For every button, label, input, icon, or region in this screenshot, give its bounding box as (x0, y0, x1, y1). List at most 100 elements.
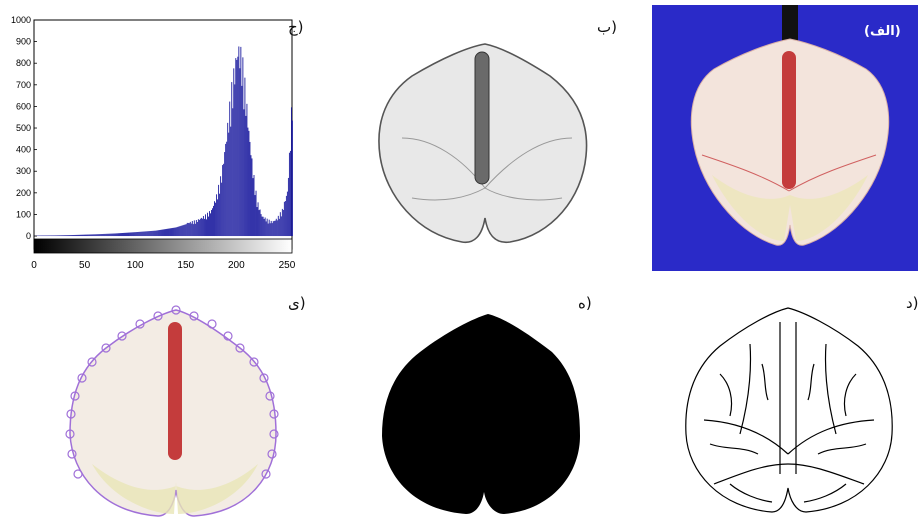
histogram-bar (86, 234, 88, 237)
histogram-bar (260, 214, 262, 237)
histogram-bar (148, 231, 150, 237)
histogram-bar (236, 59, 238, 237)
histogram-bar (191, 221, 193, 237)
histogram-bar (167, 228, 169, 237)
histogram-bar (126, 232, 127, 237)
histogram-bar (241, 85, 243, 237)
histogram-bar (243, 109, 245, 237)
histogram-bar (195, 220, 197, 237)
histogram-bar (52, 235, 54, 237)
histogram-bar (89, 234, 91, 237)
histogram-bar (79, 234, 81, 237)
histogram-bar (151, 230, 153, 237)
edge-map-image (685, 307, 893, 513)
histogram-bar (157, 230, 159, 237)
histogram-bar (104, 233, 106, 237)
histogram-bar (78, 234, 80, 237)
histogram-bar (96, 234, 98, 237)
histogram-bar (57, 235, 59, 237)
histogram-bar (55, 235, 57, 237)
histogram-bar (168, 228, 170, 237)
histogram-bar (54, 235, 56, 237)
histogram-bar (136, 232, 138, 237)
histogram-bar (285, 195, 287, 237)
histogram-bar (237, 56, 239, 237)
histogram-bar (44, 235, 46, 237)
histogram-bar (42, 235, 43, 237)
histogram-bar (100, 234, 102, 237)
x-tick-label: 100 (127, 260, 144, 271)
histogram-bar (112, 233, 114, 237)
histogram-bar (199, 218, 201, 237)
histogram-bar (127, 232, 128, 237)
histogram-bar (49, 235, 51, 237)
histogram-bar (171, 228, 173, 237)
histogram-bar (135, 232, 137, 237)
histogram-bar (45, 235, 47, 237)
histogram-bar (131, 232, 133, 237)
y-tick-label: 700 (16, 80, 31, 90)
histogram-bar (124, 232, 125, 237)
histogram-bar (138, 231, 140, 237)
histogram-bar (253, 175, 255, 237)
histogram-bar (145, 231, 147, 237)
histogram-bar (184, 224, 186, 237)
histogram-bar (271, 223, 273, 237)
histogram-bar (133, 232, 135, 237)
histogram-bar (242, 57, 244, 237)
y-tick-label: 800 (16, 58, 31, 68)
histogram-bar (63, 235, 65, 237)
histogram-bar (193, 220, 195, 237)
histogram-bar (287, 177, 289, 237)
histogram-bar (288, 152, 290, 237)
histogram-bar (208, 216, 209, 237)
edge-panel (680, 304, 898, 516)
histogram-bar (154, 230, 156, 237)
histogram-bar (244, 77, 246, 237)
histogram-bar (162, 229, 164, 237)
histogram-bar (110, 233, 112, 237)
histogram-bar (278, 218, 280, 237)
histogram-bar (139, 231, 141, 237)
histogram-bar (289, 150, 291, 237)
histogram-bar (165, 229, 167, 237)
histogram-bar (207, 212, 208, 237)
histogram-bar (56, 235, 58, 237)
histogram-bar (97, 234, 99, 237)
histogram-bar (231, 82, 233, 237)
histogram-bar (189, 221, 191, 237)
histogram-bar (118, 233, 120, 237)
histogram-bar (122, 232, 123, 237)
histogram-bar (91, 234, 93, 237)
histogram-bar (188, 223, 190, 237)
binary-mask-image (382, 314, 580, 514)
histogram-bar (137, 232, 139, 237)
grayscale-flower-panel (372, 38, 590, 248)
histogram-bar (111, 233, 113, 237)
histogram-bar (103, 233, 105, 237)
histogram-bar (114, 233, 116, 237)
histogram-bar (169, 228, 171, 237)
histogram-bar (62, 235, 64, 237)
histogram-bar (228, 132, 230, 237)
histogram-bar (277, 215, 279, 237)
histogram-bar (58, 235, 60, 237)
histogram-bar (101, 234, 103, 237)
histogram-bar (84, 234, 86, 237)
histogram-bar (262, 216, 264, 237)
histogram-bar (90, 234, 92, 237)
histogram-bar (248, 130, 250, 237)
x-tick-label: 200 (228, 260, 245, 271)
label-ye: (ی (288, 294, 306, 312)
histogram-bar (53, 235, 55, 237)
histogram-bar (43, 235, 45, 237)
histogram-bar (88, 234, 90, 237)
histogram-bar (156, 230, 158, 237)
histogram-bar (92, 234, 94, 237)
histogram-bar (117, 233, 119, 237)
histogram-bar (85, 234, 87, 237)
histogram-bar (164, 229, 166, 237)
